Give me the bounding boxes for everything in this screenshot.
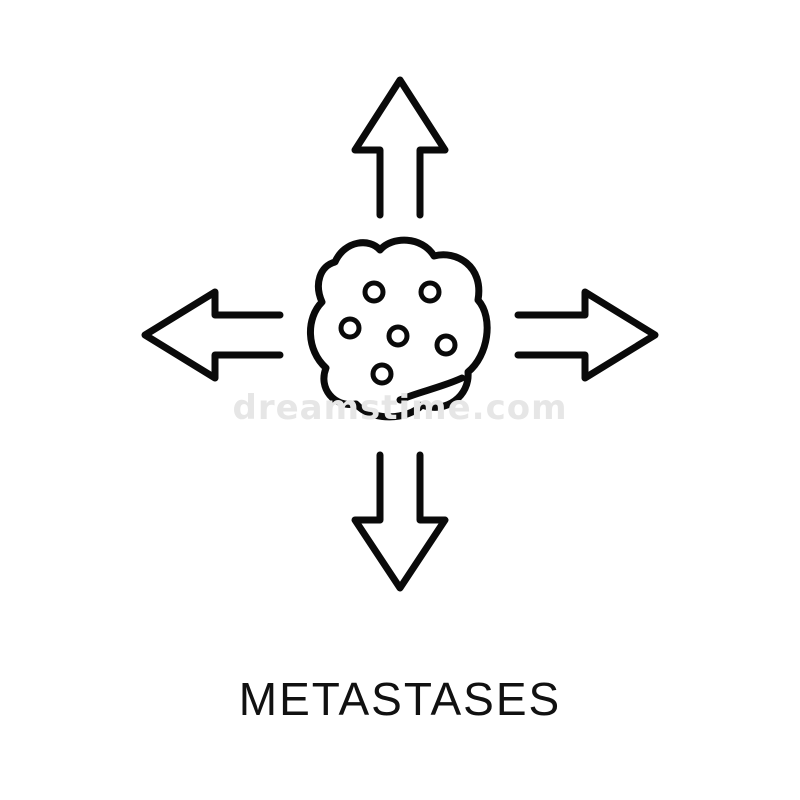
caption-title: METASTASES <box>238 673 562 725</box>
watermark: dreamstime.com <box>232 388 568 428</box>
tumor-cell-cluster-icon <box>307 236 491 421</box>
arrow-up-icon <box>351 76 449 219</box>
arrow-right-icon <box>514 288 659 382</box>
arrow-down-icon <box>351 451 449 592</box>
arrow-left-icon <box>141 288 284 382</box>
